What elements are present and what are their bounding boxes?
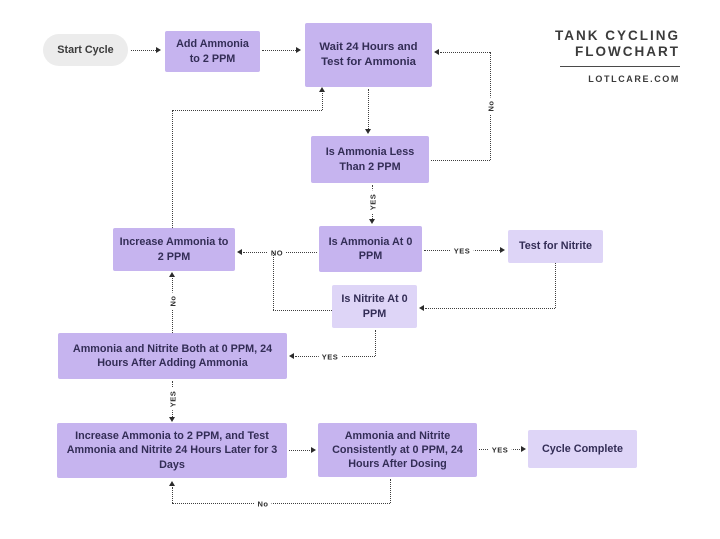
node-add-ammonia-label: Add Ammonia to 2 PPM xyxy=(176,38,249,65)
node-increase-ammonia-label: Increase Ammonia to 2 PPM xyxy=(119,236,229,263)
edge-label-yes-3days: YES xyxy=(168,387,178,411)
node-is-ammonia-less-label: Is Ammonia Less Than 2 PPM xyxy=(325,146,415,173)
node-is-nitrite-0-label: Is Nitrite At 0 PPM xyxy=(341,293,408,320)
site-name: LOTLCARE.COM xyxy=(588,74,680,85)
page-title-line2: FLOWCHART xyxy=(575,43,680,59)
edge-label-no-loop: No xyxy=(254,499,272,509)
title-block: TANK CYCLING FLOWCHART LOTLCARE.COM xyxy=(555,28,680,84)
node-is-nitrite-0: Is Nitrite At 0 PPM xyxy=(332,285,417,328)
node-test-for-nitrite-label: Test for Nitrite xyxy=(519,240,592,253)
edge-label-no-increase: NO xyxy=(267,248,287,258)
node-wait-24-hours: Wait 24 Hours and Test for Ammonia xyxy=(305,23,432,87)
edge-label-yes-testnitrite: YES xyxy=(450,246,474,256)
title-divider xyxy=(560,66,680,68)
edge-label-yes-less: YES xyxy=(368,190,378,214)
node-both-at-0ppm-label: Ammonia and Nitrite Both at 0 PPM, 24 Ho… xyxy=(72,342,273,369)
node-increase-test-3-days: Increase Ammonia to 2 PPM, and Test Ammo… xyxy=(57,423,287,478)
node-add-ammonia: Add Ammonia to 2 PPM xyxy=(165,31,260,72)
node-wait-24-hours-label: Wait 24 Hours and Test for Ammonia xyxy=(319,41,418,68)
node-cycle-complete-label: Cycle Complete xyxy=(541,442,623,455)
node-is-ammonia-less: Is Ammonia Less Than 2 PPM xyxy=(311,136,429,183)
edge-label-yes-complete: YES xyxy=(488,445,512,455)
node-increase-test-3-days-label: Increase Ammonia to 2 PPM, and Test Ammo… xyxy=(66,430,278,471)
node-consistently-0ppm-label: Ammonia and Nitrite Consistently at 0 PP… xyxy=(332,429,463,471)
node-start-cycle: Start Cycle xyxy=(43,34,128,66)
node-both-at-0ppm: Ammonia and Nitrite Both at 0 PPM, 24 Ho… xyxy=(58,333,287,379)
node-is-ammonia-0-label: Is Ammonia At 0 PPM xyxy=(328,235,413,262)
node-start-cycle-label: Start Cycle xyxy=(57,43,114,56)
node-consistently-0ppm: Ammonia and Nitrite Consistently at 0 PP… xyxy=(318,423,477,477)
node-cycle-complete: Cycle Complete xyxy=(528,430,637,468)
page-title-line1: TANK CYCLING xyxy=(555,28,680,43)
node-test-for-nitrite: Test for Nitrite xyxy=(508,230,603,263)
node-is-ammonia-0: Is Ammonia At 0 PPM xyxy=(319,226,422,272)
edge-label-yes-both: YES xyxy=(318,352,342,362)
node-increase-ammonia: Increase Ammonia to 2 PPM xyxy=(113,228,235,271)
edge-label-no-wait-loop: No xyxy=(486,97,496,115)
edge-label-no-both: No xyxy=(168,292,178,310)
